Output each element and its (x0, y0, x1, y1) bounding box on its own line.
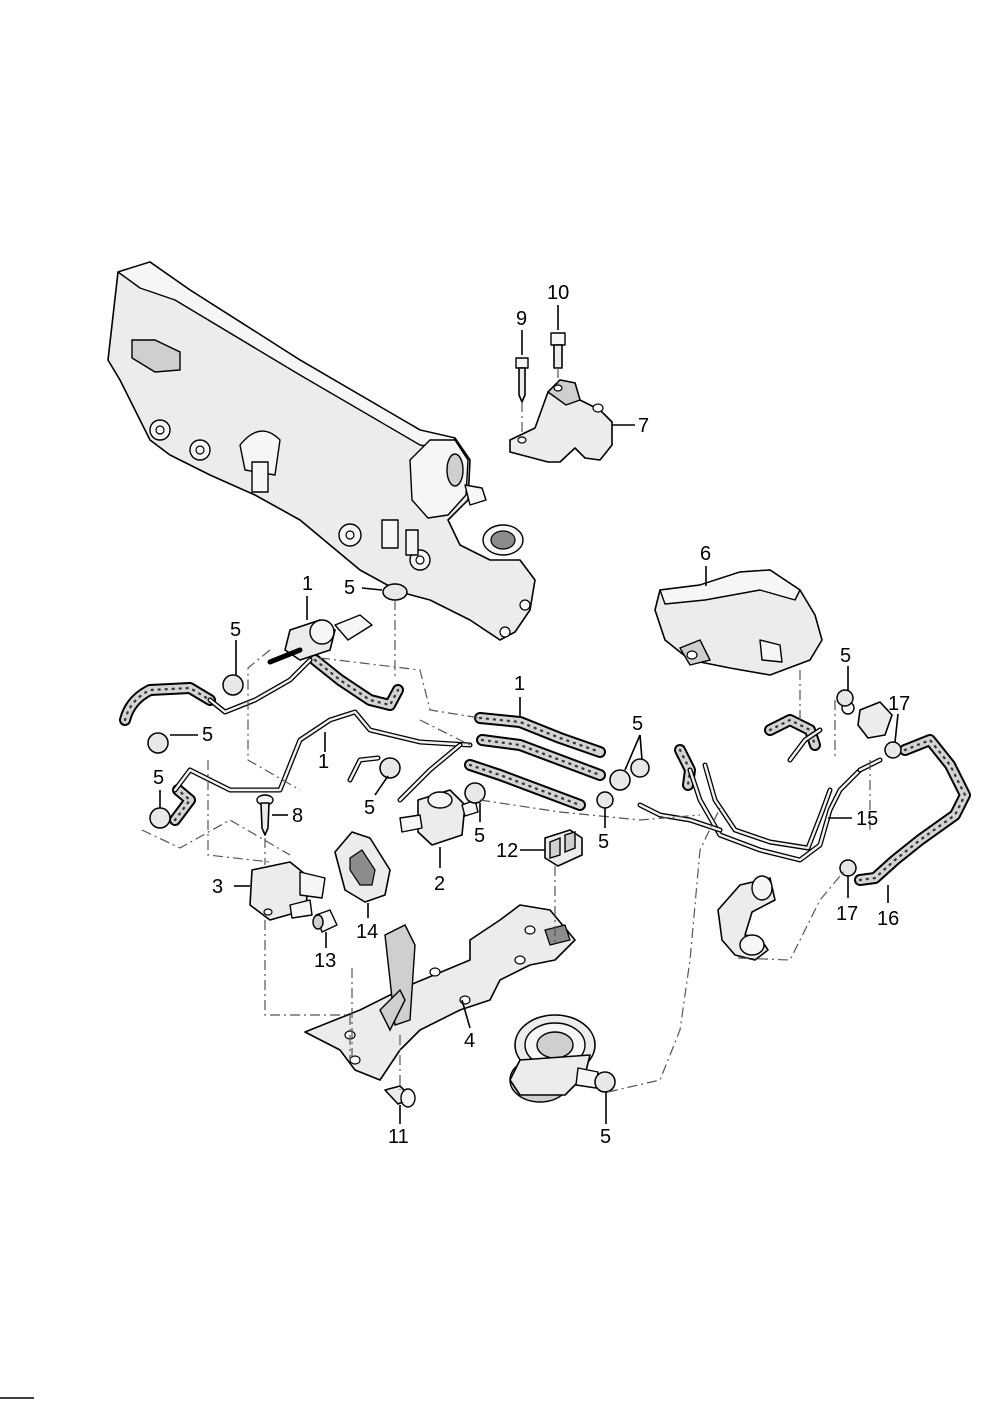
callout-17-upper: 17 (888, 693, 910, 715)
bolt-11 (384, 1085, 416, 1108)
callout-11: 11 (388, 1126, 409, 1148)
callout-5-center: 5 (364, 797, 375, 819)
resonator-6 (654, 569, 823, 676)
callout-3: 3 (212, 876, 223, 898)
callout-labels: 9 10 7 6 1 5 5 5 5 1 1 5 5 5 5 5 17 15 8… (153, 282, 910, 1148)
callout-12: 12 (496, 840, 518, 862)
callout-1-hoses: 1 (514, 673, 525, 695)
callout-5-right-upper: 5 (632, 713, 643, 735)
valve-1-upper (267, 614, 373, 665)
callout-5-actuator: 5 (840, 645, 851, 667)
callout-13: 13 (314, 950, 336, 972)
callout-6: 6 (700, 543, 711, 565)
cap-13 (312, 909, 338, 933)
callout-5-left-upper: 5 (230, 619, 241, 641)
callout-7: 7 (638, 415, 649, 437)
intake-manifold (107, 261, 536, 641)
callout-10: 10 (547, 282, 569, 304)
solenoid-valve-3 (249, 861, 326, 921)
callout-9: 9 (516, 308, 527, 330)
callout-5-manifold: 5 (344, 577, 355, 599)
callout-1-upper: 1 (302, 573, 313, 595)
mounting-bracket-4 (304, 904, 576, 1081)
air-pump-element (509, 1014, 599, 1103)
vacuum-lines (172, 657, 883, 863)
callout-5-center-right: 5 (474, 825, 485, 847)
bolt-10 (550, 332, 566, 369)
callout-4: 4 (464, 1030, 475, 1052)
callout-16: 16 (877, 908, 899, 930)
callout-8: 8 (292, 805, 303, 827)
callout-17-lower: 17 (836, 903, 858, 925)
assembly-dash-lines (141, 368, 871, 1093)
clip-12 (544, 829, 583, 867)
rubber-mount-14 (334, 831, 391, 903)
bolt-9 (515, 357, 529, 403)
callout-15: 15 (856, 808, 878, 830)
bracket-7 (509, 379, 613, 463)
pressure-actuator (841, 701, 893, 739)
callout-14: 14 (356, 921, 378, 943)
hose-clamps (147, 583, 902, 1093)
callout-1-lines: 1 (318, 751, 329, 773)
leader-lines (159, 305, 899, 1124)
callout-5-bottom: 5 (600, 1126, 611, 1148)
air-elbow (717, 875, 776, 961)
callout-5-left-middle: 5 (202, 724, 213, 746)
solenoid-valve-2 (399, 789, 479, 846)
callout-5-left-lower: 5 (153, 767, 164, 789)
callout-5-right-lower: 5 (598, 831, 609, 853)
callout-2: 2 (434, 873, 445, 895)
screw-8 (256, 794, 274, 836)
